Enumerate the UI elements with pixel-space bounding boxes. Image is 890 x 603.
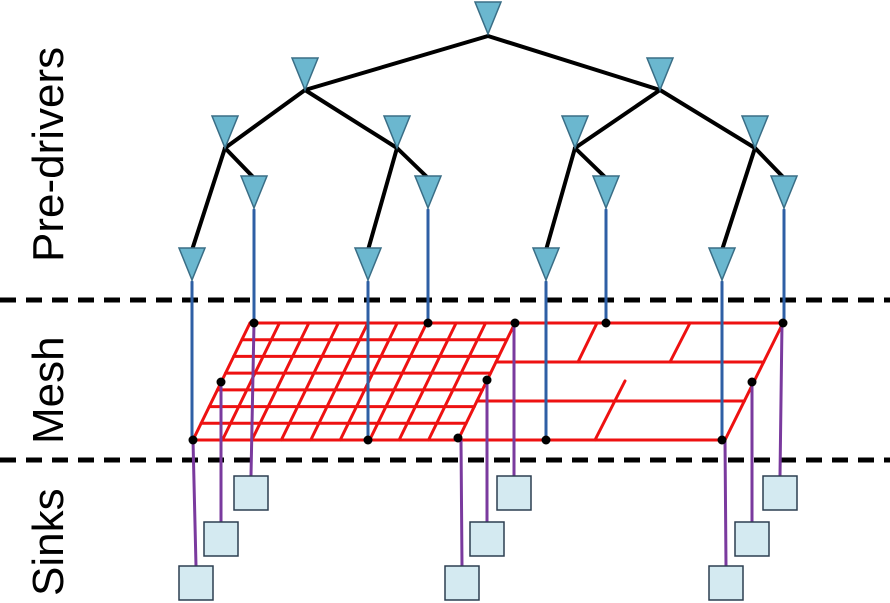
square-sink-icon [233,475,269,511]
tree-wire [366,146,399,252]
triangle-buffer-icon [413,175,443,210]
triangle-buffer-icon [591,175,621,210]
tree-wire [223,146,256,180]
dot-connection-icon [453,433,463,443]
triangle-buffer-icon [531,247,561,282]
triangle-buffer-icon [353,247,383,282]
dot-connection-icon [717,435,727,445]
mesh-wire [250,321,311,442]
dot-connection-icon [188,435,198,445]
tree-wire [190,146,227,252]
tree-wire [486,34,662,92]
mesh-wire [309,321,370,442]
mesh-wire [397,321,458,442]
triangle-buffer-icon [560,115,590,150]
tree-wire [573,146,608,180]
square-sink-icon [496,475,532,511]
square-sink-icon [203,521,239,557]
mesh-wire [368,321,429,442]
square-sink-icon [178,565,214,601]
triangle-buffer-icon [473,1,503,36]
triangle-buffer-icon [382,115,412,150]
label-mesh: Mesh [24,336,73,444]
sink-wire [778,321,784,478]
dot-connection-icon [249,318,259,328]
triangle-buffer-icon [239,175,269,210]
dot-connection-icon [601,318,611,328]
tree-wire [303,34,490,92]
square-sink-icon [762,475,798,511]
dot-connection-icon [510,318,520,328]
mesh-wire [593,379,627,442]
triangle-buffer-icon [707,247,737,282]
tree-wire [544,146,577,252]
square-sink-icon [734,521,770,557]
mesh-wire [220,321,281,442]
dot-connection-icon [778,318,788,328]
triangle-buffer-icon [740,115,770,150]
tree-wire [573,88,662,150]
dot-connection-icon [423,318,433,328]
square-sink-icon [469,521,505,557]
tree-wire [720,146,757,252]
dot-connection-icon [216,377,226,387]
mesh-wire [668,321,692,364]
tree-wire [303,88,399,150]
mesh-wire [427,321,488,442]
tree-wire [395,146,430,180]
dot-connection-icon [482,375,492,385]
tree-wire [658,88,757,150]
label-sinks: Sinks [24,488,73,596]
triangle-buffer-icon [769,175,799,210]
triangle-buffer-icon [177,247,207,282]
sink-wire [459,438,464,568]
triangle-buffer-icon [210,115,240,150]
triangle-buffer-icon [290,57,320,92]
dot-connection-icon [747,377,757,387]
tree-wire [753,146,786,180]
triangle-buffer-icon [645,57,675,92]
mesh-wire [576,321,599,364]
square-sink-icon [708,565,744,601]
sink-wire [723,438,728,568]
sink-wire [191,438,198,568]
square-sink-icon [444,565,480,601]
tree-wire [223,88,307,150]
label-pre-drivers: Pre-drivers [24,47,73,262]
dot-connection-icon [363,435,373,445]
mesh-wire [279,321,340,442]
sink-wire [249,321,256,478]
dot-connection-icon [541,435,551,445]
